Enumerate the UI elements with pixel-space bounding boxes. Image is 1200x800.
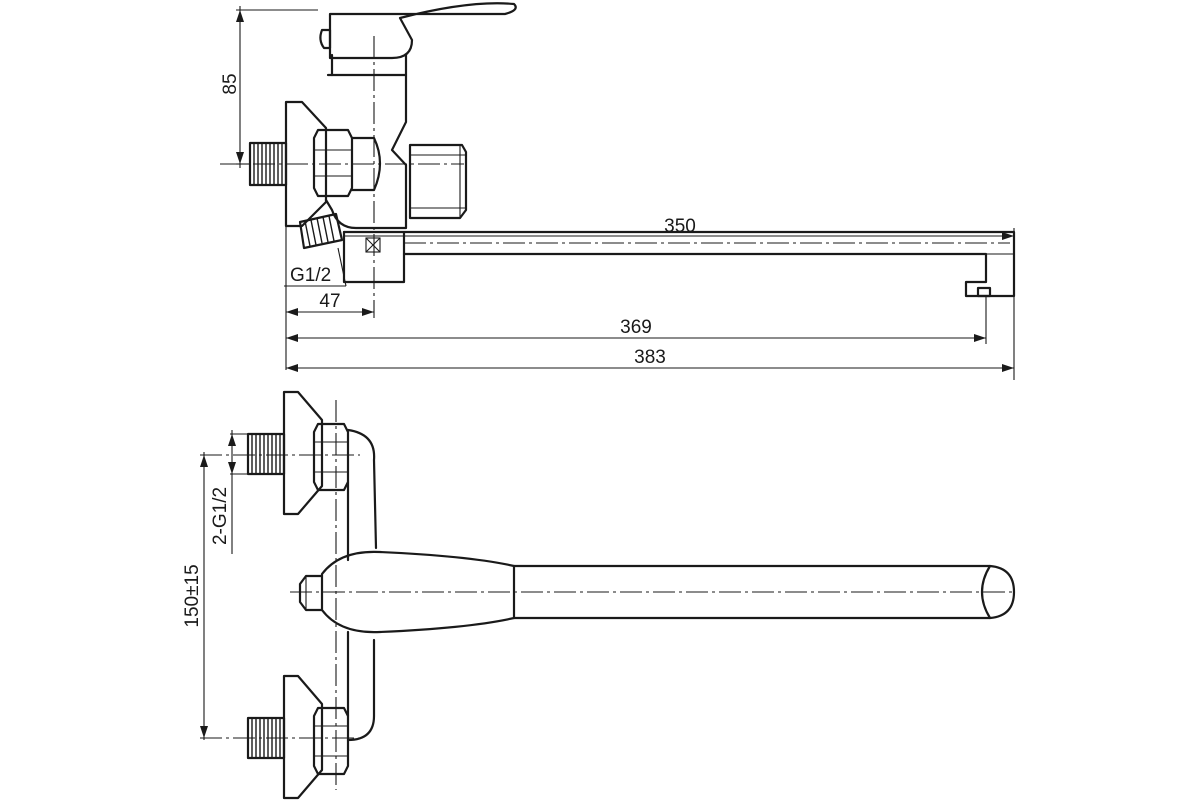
side-body-housing — [324, 73, 408, 230]
dim-85-text: 85 — [220, 73, 241, 94]
top-upper-inlet-thread — [246, 432, 286, 476]
dim-350-text: 350 — [664, 216, 696, 237]
dim-369-text: 369 — [620, 317, 652, 338]
dim-150: 150±15 — [182, 452, 208, 740]
dim-g12-leader: G1/2 — [284, 247, 347, 287]
dim-47-text: 47 — [319, 291, 340, 312]
top-diverter-stub — [298, 574, 324, 612]
dim-383: 383 — [286, 347, 1014, 372]
top-spout-tube — [512, 564, 1016, 620]
dim-2g12-text: 2-G1/2 — [210, 487, 231, 545]
dim-85: 85 — [220, 6, 318, 168]
side-diverter-thread — [298, 212, 344, 250]
top-lower-hex-nut — [312, 706, 350, 776]
dim-369: 369 — [286, 296, 987, 344]
side-spout — [342, 230, 1016, 298]
top-body-arm — [346, 428, 378, 742]
side-cross-box — [365, 237, 381, 253]
side-handle-lever — [328, 2, 517, 60]
dim-150-text: 150±15 — [182, 564, 203, 627]
top-lower-flange — [282, 674, 324, 800]
dim-383-text: 383 — [634, 347, 666, 368]
dim-47: 47 — [285, 226, 374, 370]
dim-g12-text: G1/2 — [290, 265, 331, 286]
dim-2g12: 2-G1/2 — [210, 430, 248, 554]
top-view: 2-G1/2 150±15 — [182, 390, 1016, 800]
top-upper-flange — [282, 390, 324, 516]
side-diverter-knob — [408, 143, 468, 220]
top-upper-hex-nut — [312, 422, 350, 492]
side-hex-nut — [312, 128, 382, 198]
side-view: 85 350 G1/2 47 369 — [220, 2, 1016, 380]
dim-350: 350 — [344, 216, 1015, 380]
